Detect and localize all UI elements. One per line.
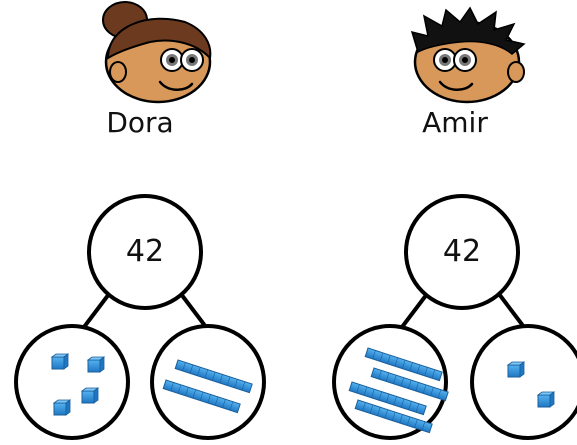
amir-name-label: Amir (422, 106, 488, 139)
ones-cube-icon (50, 353, 70, 370)
dora-left-part-circle (14, 324, 130, 440)
tens-rod-icon (162, 379, 241, 414)
dora-whole-value: 42 (125, 234, 165, 269)
tens-rod-icon (364, 347, 443, 382)
tens-rod-icon (348, 381, 427, 416)
amir-ones-blocks (506, 361, 556, 408)
amir-tens-blocks (348, 347, 449, 434)
amir-whole-value: 42 (442, 234, 482, 269)
ones-cube-icon (506, 361, 526, 378)
ones-cube-icon (86, 356, 106, 373)
amir-whole-circle (404, 194, 520, 310)
ones-cube-icon (52, 399, 72, 416)
dora-name-label: Dora (106, 106, 174, 139)
amir-avatar (410, 6, 526, 104)
dora-ones-blocks (50, 353, 106, 416)
dora-tens-blocks (162, 359, 253, 414)
tens-rod-icon (174, 359, 253, 394)
ones-cube-icon (80, 387, 100, 404)
tens-rod-icon (354, 399, 433, 434)
tens-rod-icon (370, 367, 449, 402)
dora-avatar (102, 1, 212, 104)
amir-right-part-circle (470, 324, 577, 440)
ones-cube-icon (536, 391, 556, 408)
dora-whole-circle (87, 194, 203, 310)
